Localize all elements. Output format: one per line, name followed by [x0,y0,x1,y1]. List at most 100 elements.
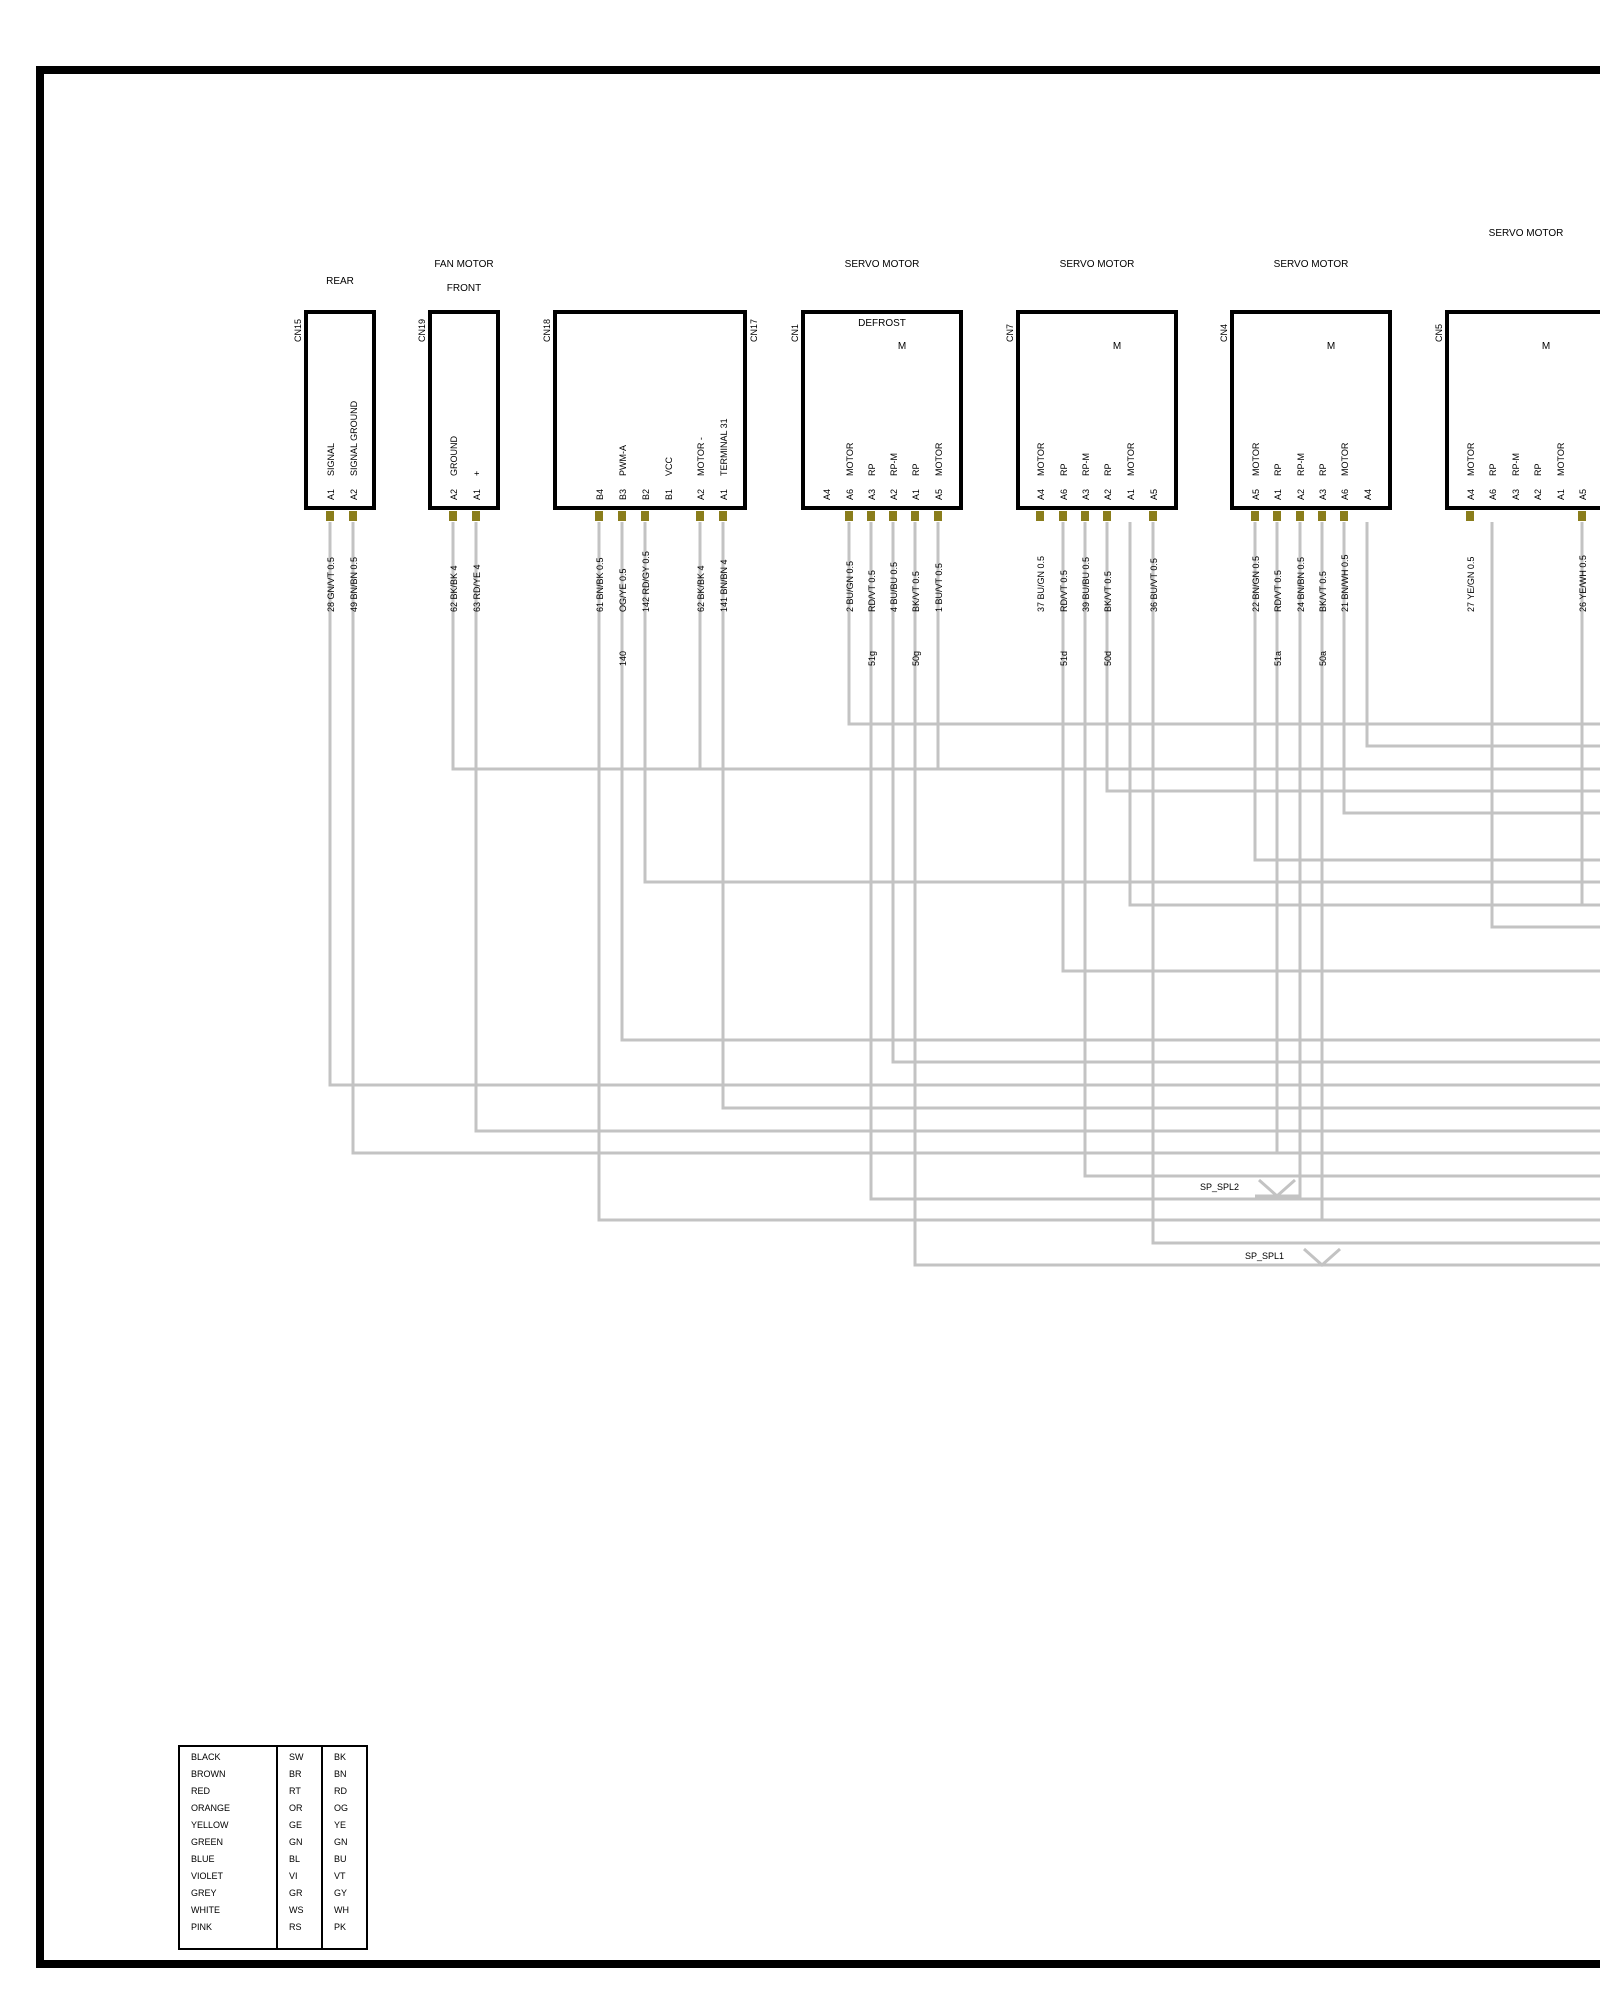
legend-code-de: RS [289,1922,302,1932]
legend-code-en: BK [334,1752,346,1762]
wire [474,522,1600,1133]
pin-label: MOTOR - [696,437,706,476]
wire [1151,522,1600,1245]
pin-terminal [641,511,649,521]
pin-terminal [719,511,727,521]
pin-label: PWM-A [618,445,628,476]
pin-terminal [1578,511,1586,521]
connector-inner-label: M [1327,341,1335,352]
legend-code-en: RD [334,1786,347,1796]
connector-id: CN7 [1005,324,1015,342]
pin-terminal [1036,511,1044,521]
connector-box [1230,310,1392,510]
wire [1061,522,1600,973]
pin-terminal [472,511,480,521]
pin-terminal [1466,511,1474,521]
wire-splice-label: 51d [1059,651,1069,666]
pin-code: A6 [845,489,855,500]
pin-terminal [1273,511,1281,521]
legend-code-de: WS [289,1905,304,1915]
wire-label: OG/YE 0.5 [618,568,628,612]
legend-code-en: GY [334,1888,347,1898]
pin-code: A2 [1296,489,1306,500]
pin-code: A1 [1556,489,1566,500]
wire-label: 1 BU/VT 0.5 [934,563,944,612]
pin-code: A4 [1036,489,1046,500]
wire-label: 49 BN/BN 0.5 [349,557,359,612]
legend-code-en: OG [334,1803,348,1813]
wire-label: 2 BU/GN 0.5 [845,561,855,612]
wire [847,522,1600,726]
connector-box [553,310,747,510]
pin-terminal [889,511,897,521]
pin-terminal [1081,511,1089,521]
pin-label: MOTOR [1126,442,1136,476]
pin-label: RP-M [1511,453,1521,476]
pin-label: MOTOR [1466,442,1476,476]
pin-code: A4 [822,489,832,500]
wire-label: 62 BK/BK 4 [449,565,459,612]
connector-id: CN4 [1219,324,1229,342]
pin-label: MOTOR [934,442,944,476]
legend-color-name: RED [191,1786,211,1796]
wire-label: BK/VT 0.5 [911,571,921,612]
pin-terminal [326,511,334,521]
pin-code: A3 [867,489,877,500]
legend-color-name: YELLOW [191,1820,229,1830]
pin-label: SIGNAL [326,443,336,476]
legend-code-en: WH [334,1905,349,1915]
splice-sp_spl1: SP_SPL1 [1245,1247,1344,1268]
pin-label: VCC [664,456,674,476]
wire-label: 61 BN/BK 0.5 [595,557,605,612]
connector-title: SERVO MOTOR [1060,259,1135,270]
wire [643,522,1600,884]
wire [1298,522,1600,1201]
connector-title: SERVO MOTOR [1274,259,1349,270]
connector-inner-label: M [898,341,906,352]
pin-label: RP [911,463,921,476]
wire [891,522,1600,1064]
wire-label: 141 BN/BN 4 [719,559,729,612]
wire-label: 26 YE/WH 0.5 [1578,555,1588,612]
connector-title: REAR [326,276,354,287]
wire-label: BK/VT 0.5 [1318,571,1328,612]
connector-box [1445,310,1600,510]
pin-label: RP [1273,463,1283,476]
pin-label: RP [1488,463,1498,476]
pin-label: MOTOR [1251,442,1261,476]
wire-splice-label: 51g [867,651,877,666]
pin-label: + [472,471,482,476]
pin-label: RP-M [1296,453,1306,476]
splice-label: SP_SPL2 [1200,1182,1239,1192]
connector-box [428,310,500,510]
pin-label: GROUND [449,436,459,476]
legend-code-en: BN [334,1769,347,1779]
wire-label: BK/VT 0.5 [1103,571,1113,612]
wire [620,522,1600,1042]
legend-color-name: GREEN [191,1837,223,1847]
wire-label: RD/VT 0.5 [867,570,877,612]
pin-terminal [911,511,919,521]
pin-label: SIGNAL GROUND [349,400,359,476]
connector-title: SERVO MOTOR [1489,228,1564,239]
pin-terminal [1251,511,1259,521]
legend-code-de: BL [289,1854,300,1864]
wire-label: 24 BN/BN 0.5 [1296,557,1306,612]
connector-box [1016,310,1178,510]
wire-label: 63 RD/YE 4 [472,564,482,612]
wire-label: 39 BU/BU 0.5 [1081,557,1091,612]
wire-label: 36 BU/VT 0.5 [1149,558,1159,612]
pin-code: B3 [618,489,628,500]
